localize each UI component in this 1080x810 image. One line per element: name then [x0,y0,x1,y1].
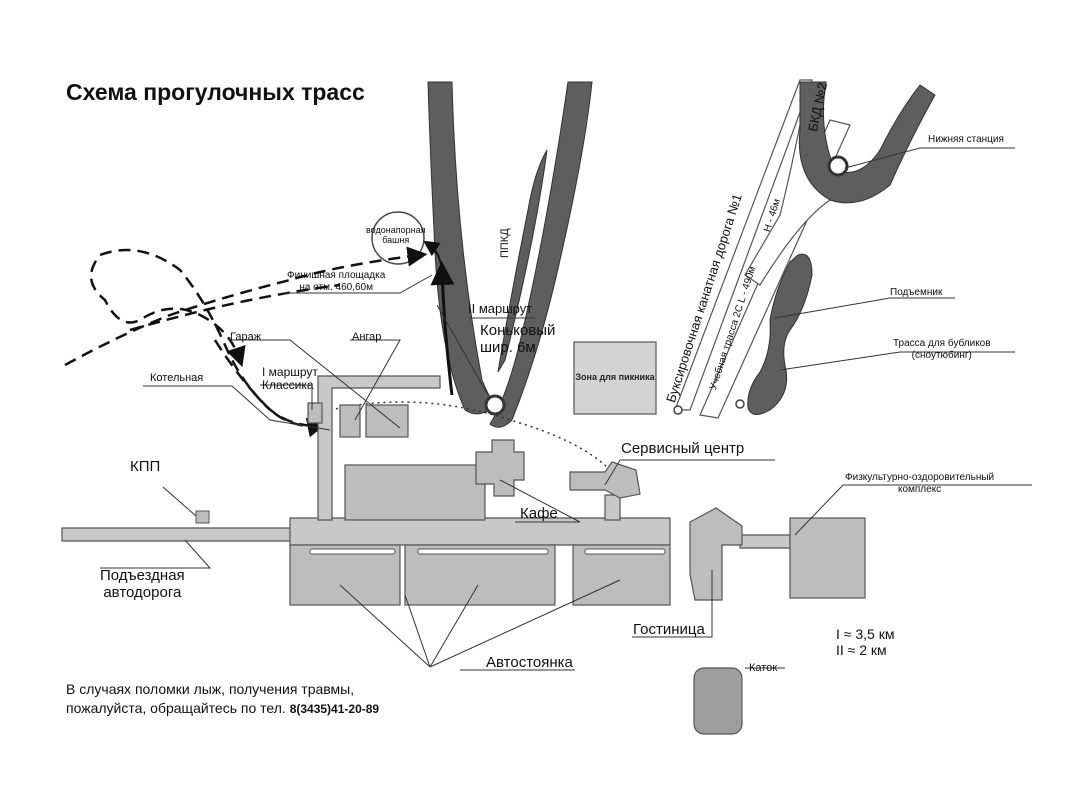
lift-label: Подъемник [890,287,943,298]
sports-label-line1: Физкультурно-оздоровительный [845,472,995,483]
roads [61,375,791,549]
kpp-building [195,510,210,524]
sports-label-line2: комплекс [897,483,942,495]
boiler-label: Котельная [150,372,204,384]
skate-track-label: Коньковый шир. 6м [480,322,555,357]
cafe-label: Кафе [520,505,558,522]
route-i-label-line2: Классика [262,378,314,393]
buildings [307,402,866,735]
notice-line2: пожалуйста, обращайтесь по тел. 8(3435)4… [66,699,379,718]
sports-complex-label: Физкультурно-оздоровительный комплекс [845,472,994,495]
ski-track-middle [497,149,548,373]
ppkd-label: ППКД [499,228,511,258]
picnic-label: Зона для пикника [575,372,655,382]
legend-route-ii: II ≈ 2 км [836,642,887,659]
lower-station-icon [827,155,849,177]
ski-track-right [489,81,593,428]
parking-label: Автостоянка [486,654,573,671]
skate-label-line2: шир. 6м [480,339,536,357]
water-tower-label-line1: водонапорная [366,225,426,235]
finish-area-label: Финишная площадка на отм. 460,60м [287,270,385,293]
skate-label-line1: Коньковый [480,322,556,339]
dotted-path [329,401,611,471]
route-i-label-line1: I маршрут [262,365,318,379]
kpp-label: КПП [130,458,161,475]
route-i-label: I маршрут Классика [262,365,318,393]
access-road-label-line1: Подъездная [100,567,185,584]
phone-number: 8(3435)41-20-89 [289,701,380,716]
notice-line1: В случаях поломки лыж, получения травмы, [66,681,355,697]
emergency-notice: В случаях поломки лыж, получения травмы,… [66,680,379,718]
tubing-label-line1: Трасса для бубликов [893,338,991,349]
ski-track-left [427,81,497,415]
tubing-track [747,253,813,415]
access-road-label-line2: автодорога [103,584,182,602]
lift-station-icon [484,394,506,416]
rink-label: Каток [749,662,778,674]
lower-station-label: Нижняя станция [928,134,1004,145]
leader-lines [100,147,1032,671]
legend: I ≈ 3,5 км II ≈ 2 км [836,626,894,658]
garage-label: Гараж [230,331,262,343]
finish-label-line2: на отм. 460,60м [299,281,373,293]
water-tower-label-line2: башня [382,235,410,246]
tubing-label: Трасса для бубликов (сноутюбинг) [893,338,991,361]
map-title: Схема прогулочных трасс [66,79,365,105]
finish-label-line1: Финишная площадка [287,270,386,281]
legend-route-i: I ≈ 3,5 км [836,626,895,642]
picnic-zone [573,341,657,415]
route-arrow-icon [430,261,455,396]
route-i-dashed-trail [64,246,428,438]
access-road-label: Подъездная автодорога [100,567,185,602]
route-ii-label: II маршрут [468,301,533,316]
hangar-label: Ангар [352,331,382,343]
notice-text: пожалуйста, обращайтесь по тел. [66,699,286,716]
tubing-label-line2: (сноутюбинг) [911,349,972,361]
parking-lots [289,544,671,606]
hotel-label: Гостиница [633,621,705,638]
water-tower-label: водонапорная башня [366,225,425,246]
service-center-label: Сервисный центр [621,440,745,457]
